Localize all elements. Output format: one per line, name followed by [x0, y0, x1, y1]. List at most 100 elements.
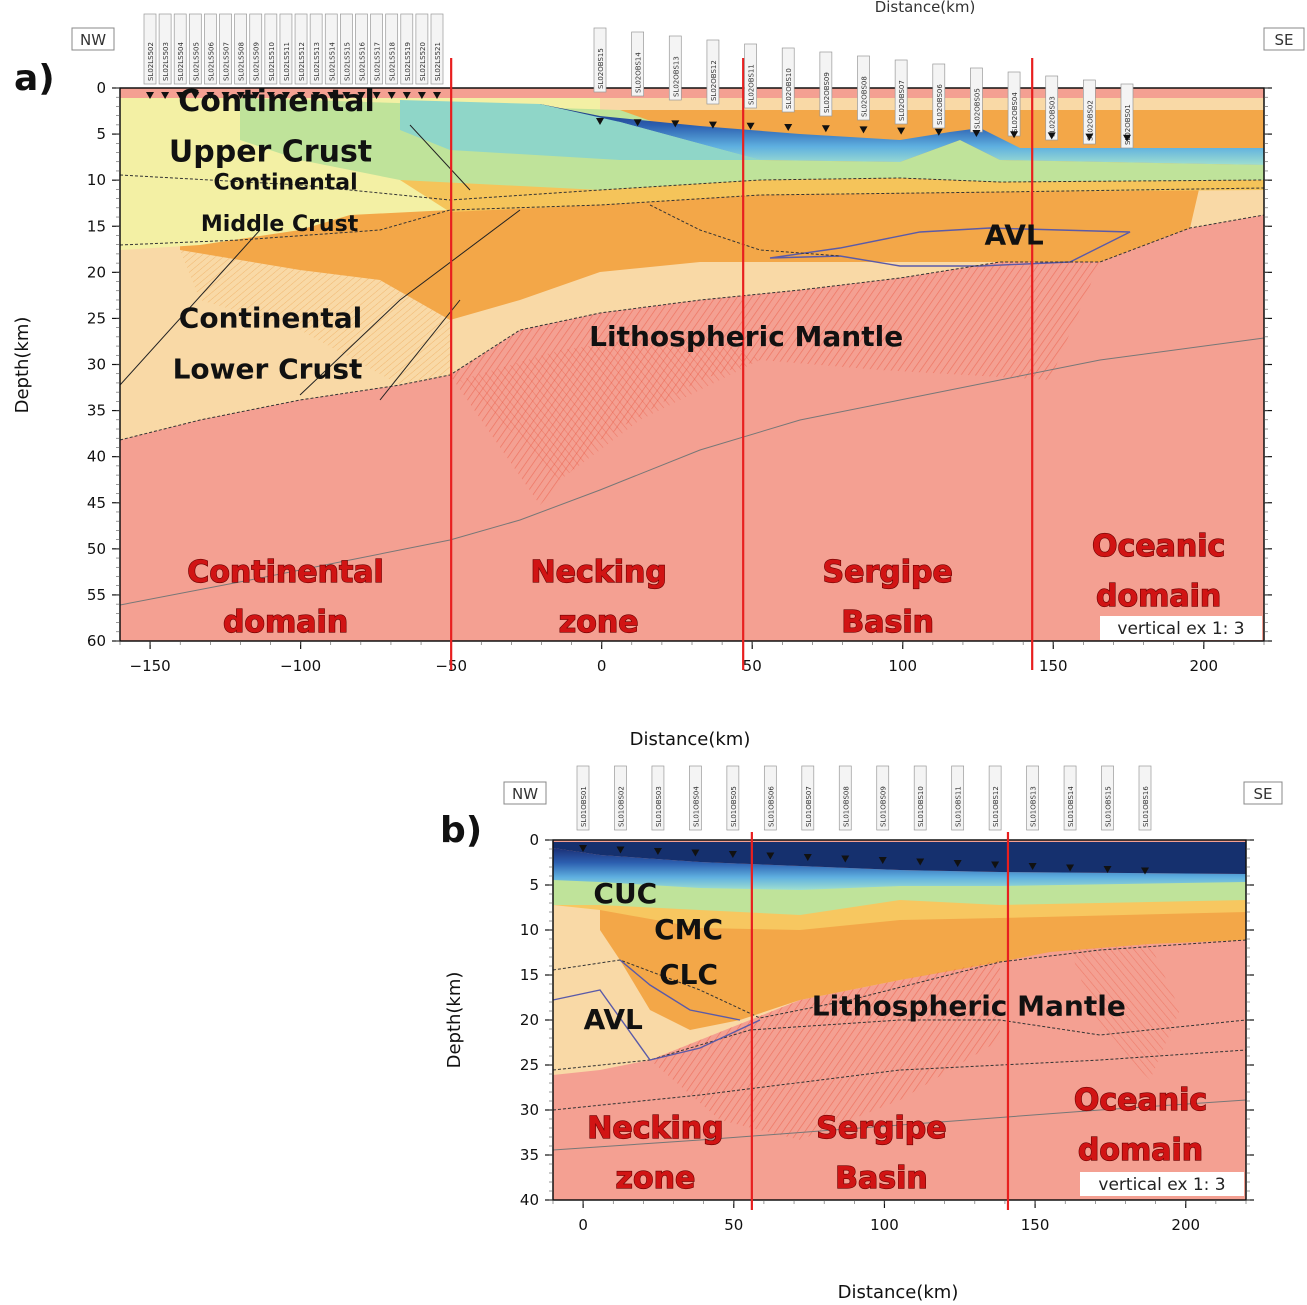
y-tick-label: 40: [87, 448, 106, 466]
station-triangle: [691, 849, 700, 857]
station-label-box: [234, 13, 247, 85]
station-marker: SL02LS514: [324, 13, 338, 99]
station-marker: SL01OBS04: [689, 765, 702, 857]
station-label: SL02LS512: [298, 42, 306, 81]
station-label: SL02LS511: [283, 42, 291, 81]
station-label-box: [726, 765, 740, 831]
station-marker: SL01OBS01: [576, 765, 590, 852]
domain-label-line1: Necking: [531, 555, 667, 590]
station-label-box: [158, 13, 172, 85]
domain-label-line2: Basin: [835, 1161, 928, 1196]
panel-b-se-box: SE: [1243, 781, 1283, 805]
ray-coverage-mantle-2: [460, 330, 760, 480]
station-triangle: [746, 122, 755, 130]
station-marker: SL02OBS11: [744, 43, 757, 130]
station-label: SL02LS502: [147, 42, 155, 81]
station-triangle: [897, 127, 906, 135]
station-label: SL01OBS03: [655, 786, 663, 827]
station-marker: SL01OBS07: [801, 765, 815, 861]
station-triangle: [991, 861, 1000, 869]
station-label: SL02LS513: [313, 42, 321, 81]
station-label-box: [576, 765, 590, 831]
x-tick-label: 50: [724, 1216, 743, 1234]
station-label: SL02OBS12: [710, 60, 718, 101]
station-triangle: [191, 92, 200, 99]
station-triangle: [372, 92, 381, 99]
station-marker: SL02OBS08: [857, 55, 870, 134]
x-tick-label: −150: [130, 657, 171, 675]
avl-boundary: [552, 959, 761, 1061]
domain-label-line1: Sergipe: [823, 555, 953, 590]
station-label: SL02OBS15: [597, 48, 605, 89]
station-marker: SL02LS519: [400, 13, 414, 99]
station-marker: SL02OBS07: [894, 59, 908, 135]
station-label-box: [857, 55, 870, 121]
station-triangle: [953, 860, 962, 867]
y-tick-label: 60: [87, 632, 106, 650]
station-marker: SL02LS518: [385, 13, 399, 99]
station-label-box: [1101, 765, 1114, 831]
station-triangle: [417, 92, 426, 99]
panel-a-nw-box: NW: [71, 27, 115, 51]
station-triangle: [1141, 867, 1149, 875]
station-label: SL01OBS05: [730, 786, 738, 827]
y-tick-label: 5: [96, 125, 106, 143]
station-label-box: [309, 13, 323, 85]
ray-coverage-oceanic: [1070, 944, 1180, 1080]
station-marker: SL02LS515: [340, 13, 353, 99]
station-label: SL02OBS04: [1011, 92, 1019, 133]
station-label: SL02LS504: [177, 41, 185, 81]
station-label: SL02OBS08: [861, 76, 869, 117]
station-label: SL01OBS07: [805, 786, 813, 827]
station-label-box: [801, 765, 815, 831]
station-triangle: [146, 92, 154, 99]
station-label: SL02OBS03: [1049, 96, 1057, 137]
station-label-box: [1138, 765, 1152, 831]
station-marker: SL01OBS11: [951, 765, 965, 867]
x-tick-label: 200: [1171, 1216, 1200, 1234]
station-label-box: [913, 765, 927, 831]
station-triangle: [1047, 132, 1056, 140]
station-marker: SL02LS507: [219, 13, 232, 99]
panel-b-vertical-ex-box: vertical ex 1: 3: [1080, 1172, 1244, 1196]
x-tick-label: 150: [1021, 1216, 1050, 1234]
station-triangle: [728, 851, 737, 858]
station-label: SL01OBS04: [692, 786, 700, 827]
station-triangle: [1028, 863, 1037, 870]
station-marker: SL01OBS06: [763, 765, 777, 860]
station-marker: SL02OBS10: [781, 47, 795, 131]
green-layer-region: [553, 880, 1246, 915]
panel-b-y-axis-title: Depth(km): [444, 972, 465, 1069]
station-label-box: [593, 27, 607, 93]
station-label-box: [689, 765, 702, 831]
domain-label-line1: Continental: [187, 555, 384, 590]
station-label: SL02LS516: [358, 41, 366, 81]
station-triangle: [766, 852, 775, 860]
station-label-box: [340, 13, 353, 85]
panel-b-domain-boundaries: [750, 832, 1010, 1210]
station-label: SL02LS503: [162, 42, 170, 81]
station-triangle: [1010, 131, 1019, 139]
y-tick-label: 0: [96, 79, 106, 97]
station-label: SL02LS510: [268, 42, 276, 81]
ray-coverage-crust: [180, 250, 450, 385]
station-marker: SL02OBS04: [1007, 71, 1021, 139]
ray-coverage-mantle: [650, 960, 1000, 1140]
station-marker: SL02LS517: [370, 13, 383, 99]
y-tick-label: 25: [520, 1056, 539, 1074]
station-label: SL01OBS10: [917, 786, 925, 827]
domain-label-line2: zone: [559, 605, 639, 640]
station-triangle: [878, 857, 887, 864]
layer-label: CUC: [593, 877, 657, 910]
station-triangle: [251, 92, 260, 99]
station-triangle: [859, 126, 868, 134]
station-label: SL02LS519: [404, 42, 412, 81]
station-label-box: [264, 13, 278, 85]
station-marker: SL01OBS14: [1063, 765, 1077, 872]
station-triangle: [596, 118, 604, 125]
domain-label-line1: Necking: [587, 1111, 723, 1146]
station-label: SL02OBS10: [785, 68, 793, 109]
station-marker: SL02OBS15: [593, 27, 607, 125]
station-marker: SL02OBS01: [1120, 83, 1134, 149]
